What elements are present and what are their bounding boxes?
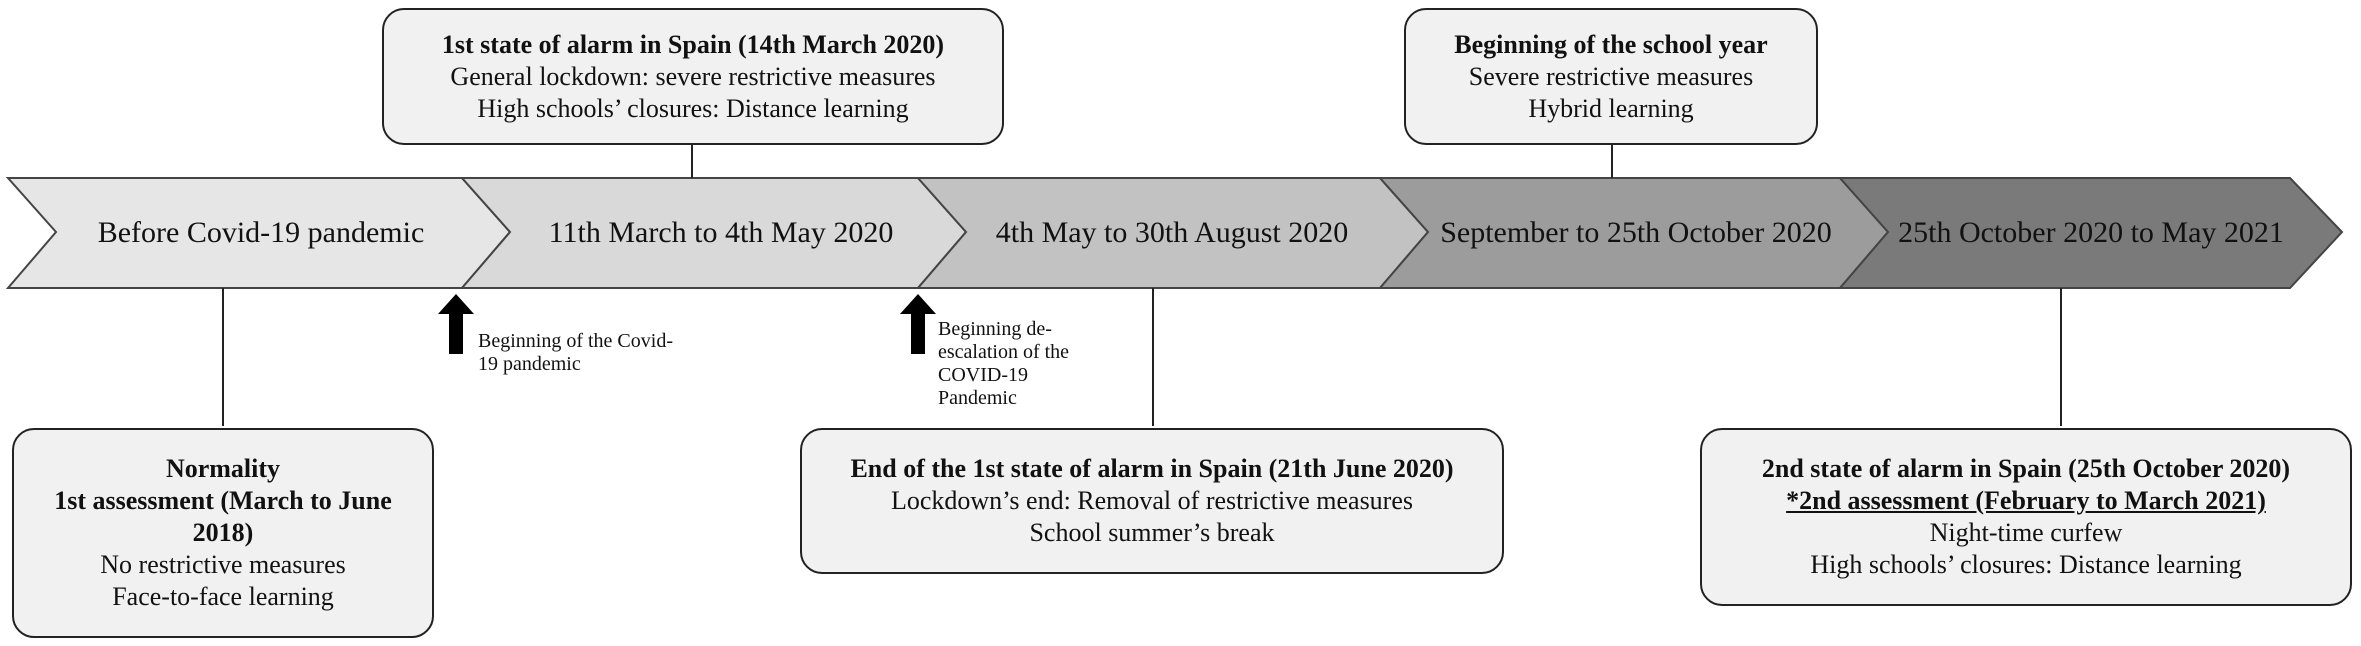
connector-line (1152, 288, 1154, 426)
connector-line (2060, 288, 2062, 426)
arrow-up-icon (900, 294, 936, 354)
box-assessment: *2nd assessment (February to March 2021) (1786, 486, 2266, 515)
box-assessment: 1st assessment (March to June 2018) (54, 486, 392, 547)
phase-label-1: Before Covid-19 pandemic (97, 216, 425, 249)
phase-label-3: 4th May to 30th August 2020 (995, 216, 1349, 249)
note-pandemic-start: Beginning of the Covid-19 pandemic (478, 330, 673, 375)
arrow-up-icon (438, 294, 474, 354)
box-first-state-of-alarm: 1st state of alarm in Spain (14th March … (382, 8, 1004, 145)
connector-line (222, 288, 224, 426)
box-line: No restrictive measures (100, 550, 346, 579)
box-title: 2nd state of alarm in Spain (25th Octobe… (1761, 454, 2291, 483)
box-line: Night-time curfew (1929, 518, 2123, 547)
box-line: High schools’ closures: Distance learnin… (1810, 550, 2242, 579)
box-line: School summer’s break (1029, 518, 1275, 547)
box-line: General lockdown: severe restrictive mea… (450, 61, 936, 91)
box-end-first-state-of-alarm: End of the 1st state of alarm in Spain (… (800, 428, 1504, 574)
connector-line (1611, 144, 1613, 178)
box-line: Lockdown’s end: Removal of restrictive m… (890, 486, 1414, 515)
box-title: Beginning of the school year (1454, 29, 1768, 59)
phase-label-2: 11th March to 4th May 2020 (548, 216, 894, 249)
box-title: 1st state of alarm in Spain (14th March … (441, 29, 945, 59)
box-beginning-school-year: Beginning of the school year Severe rest… (1404, 8, 1818, 145)
note-deescalation: Beginning de-escalation of the COVID-19 … (938, 318, 1070, 409)
connector-line (691, 144, 693, 178)
box-title: End of the 1st state of alarm in Spain (… (850, 454, 1454, 483)
box-second-state-of-alarm: 2nd state of alarm in Spain (25th Octobe… (1700, 428, 2352, 606)
box-line: Hybrid learning (1528, 93, 1694, 123)
box-normality: Normality 1st assessment (March to June … (12, 428, 434, 638)
chevron-phase-5 (1837, 177, 2344, 289)
phase-label-4: September to 25th October 2020 (1440, 216, 1832, 249)
box-line: Severe restrictive measures (1468, 61, 1754, 91)
phase-label-5: 25th October 2020 to May 2021 (1898, 216, 2284, 249)
box-line: High schools’ closures: Distance learnin… (477, 93, 909, 123)
box-line: Face-to-face learning (112, 582, 334, 611)
box-title: Normality (165, 454, 281, 483)
